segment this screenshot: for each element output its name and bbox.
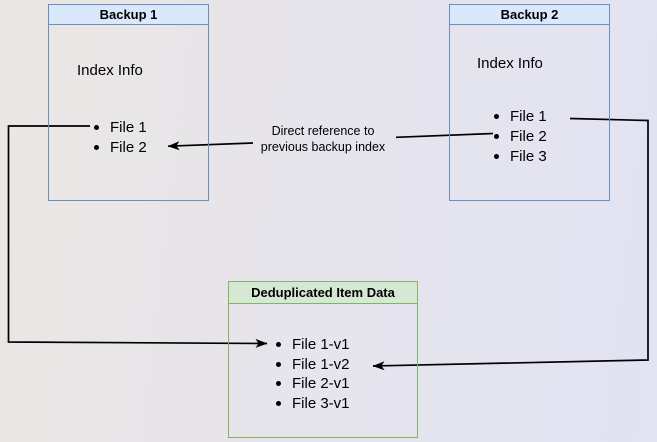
backup2-file-list: File 1 File 2 File 3: [494, 106, 547, 166]
bullet-icon: [276, 361, 281, 367]
bullet-icon: [276, 401, 281, 407]
dedup-box: Deduplicated Item Data File 1-v1 File 1-…: [228, 281, 418, 438]
backup2-subtitle: Index Info: [477, 55, 543, 72]
list-item: File 1: [94, 117, 147, 137]
backup2-header: Backup 2: [450, 5, 609, 25]
list-item-label: File 2-v1: [292, 375, 350, 393]
list-item-label: File 1: [110, 118, 147, 136]
edge-label-line2: previous backup index: [260, 140, 386, 154]
bullet-icon: [494, 133, 499, 139]
backup1-file-list: File 1 File 2: [94, 117, 147, 157]
list-item: File 2: [494, 126, 547, 146]
list-item-label: File 1-v1: [292, 336, 350, 354]
backup1-header: Backup 1: [49, 5, 208, 25]
backup1-subtitle: Index Info: [77, 62, 143, 79]
bullet-icon: [94, 144, 99, 150]
bullet-icon: [494, 153, 499, 159]
list-item-label: File 2: [510, 127, 547, 145]
list-item: File 1: [494, 106, 547, 126]
list-item: File 3: [494, 146, 547, 166]
edge-label-line1: Direct reference to: [271, 124, 375, 138]
bullet-icon: [94, 124, 99, 130]
list-item: File 2: [94, 137, 147, 157]
edge-label-direct-reference: Direct reference to previous backup inde…: [235, 123, 411, 155]
list-item: File 2-v1: [276, 374, 350, 394]
list-item: File 3-v1: [276, 394, 350, 414]
list-item-label: File 3: [510, 147, 547, 165]
backup2-box: Backup 2 Index Info File 1 File 2 File 3: [449, 4, 610, 201]
list-item: File 1-v1: [276, 335, 350, 355]
list-item: File 1-v2: [276, 355, 350, 375]
list-item-label: File 3-v1: [292, 395, 350, 413]
bullet-icon: [276, 381, 281, 387]
dedup-header: Deduplicated Item Data: [229, 282, 417, 304]
dedup-item-list: File 1-v1 File 1-v2 File 2-v1 File 3-v1: [276, 335, 350, 413]
list-item-label: File 1: [510, 107, 547, 125]
list-item-label: File 2: [110, 138, 147, 156]
backup1-box: Backup 1 Index Info File 1 File 2: [48, 4, 209, 201]
list-item-label: File 1-v2: [292, 355, 350, 373]
bullet-icon: [276, 342, 281, 348]
bullet-icon: [494, 113, 499, 119]
